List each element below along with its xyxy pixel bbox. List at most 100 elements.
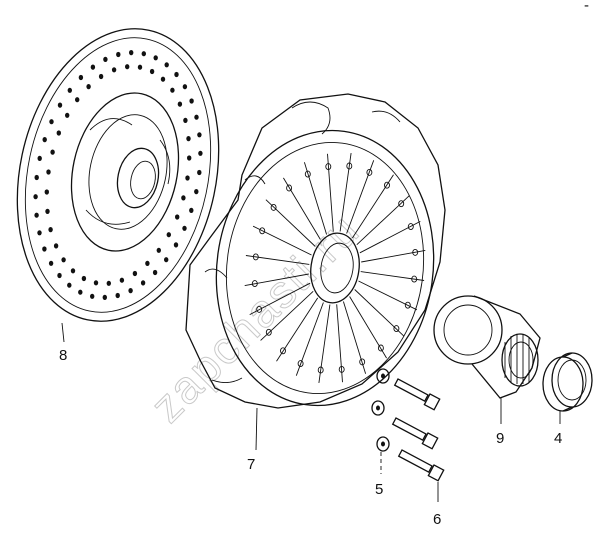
rivet-hole	[160, 76, 166, 82]
finger-slot	[280, 347, 286, 355]
finger-slot	[366, 168, 373, 176]
finger-slot	[304, 170, 311, 178]
finger-slot	[270, 203, 277, 211]
rivet-hole	[129, 50, 134, 56]
rivet-hole	[78, 74, 84, 81]
rivet-hole	[185, 175, 190, 181]
spring-finger	[252, 225, 312, 256]
spring-finger	[358, 280, 418, 311]
rivet-hole	[48, 260, 54, 266]
friction-rivet-holes	[33, 50, 203, 300]
spring-finger	[342, 301, 367, 374]
rivet-hole	[197, 169, 202, 176]
spring-finger	[361, 249, 426, 263]
rivet-hole	[156, 247, 161, 253]
rivet-hole	[67, 87, 73, 93]
spring-finger	[318, 304, 331, 383]
rivet-hole	[181, 195, 186, 201]
rivet-hole	[103, 56, 108, 63]
finger-slot	[411, 275, 418, 283]
rivet-hole	[140, 280, 146, 286]
finger-slot	[407, 223, 414, 231]
rivet-hole	[93, 280, 99, 286]
rivet-hole	[174, 71, 179, 78]
rivet-hole	[86, 84, 91, 90]
rivet-hole	[70, 268, 76, 274]
rivet-hole	[115, 292, 120, 299]
finger-slot	[338, 365, 345, 373]
spring-finger	[244, 273, 309, 287]
pressure-plate-part-7	[185, 93, 446, 409]
rivet-hole	[56, 130, 61, 136]
spring-finger	[260, 290, 314, 341]
rivet-hole	[102, 294, 108, 300]
rivet-hole	[42, 246, 47, 252]
nuts-part-5	[371, 368, 390, 452]
finger-slot	[393, 325, 400, 333]
rivet-hole	[34, 212, 39, 218]
spring-finger	[249, 282, 311, 315]
rivet-hole	[67, 282, 72, 288]
spring-finger	[295, 302, 324, 376]
callout-7: 7	[247, 456, 255, 473]
callout-9: 9	[496, 430, 504, 447]
rivet-hole	[141, 51, 146, 57]
spring-finger	[360, 271, 425, 281]
rivet-hole	[37, 155, 42, 161]
finger-slot	[398, 200, 405, 208]
release-bearing-part-9	[433, 295, 541, 399]
ring-part-4	[542, 352, 593, 412]
spring-finger	[359, 221, 421, 254]
rivet-hole	[153, 55, 158, 61]
spring-finger	[349, 296, 387, 359]
rivet-hole	[111, 67, 117, 73]
rivet-hole	[57, 102, 63, 108]
rivet-hole	[145, 260, 150, 266]
rivet-hole	[50, 149, 55, 155]
rivet-hole	[90, 293, 95, 299]
diaphragm-spring-fingers	[244, 153, 426, 383]
rivet-hole	[119, 277, 125, 283]
finger-slot	[384, 181, 390, 189]
callout-4: 4	[554, 430, 562, 447]
rivet-hole	[194, 189, 199, 195]
rivet-hole	[152, 269, 158, 276]
rivet-hole	[183, 117, 188, 123]
finger-slot	[265, 328, 272, 336]
finger-slot	[412, 248, 419, 256]
rivet-hole	[125, 64, 130, 70]
finger-slot	[317, 366, 324, 374]
watermark-text: zapchasti.ru	[140, 203, 369, 432]
finger-slot	[359, 358, 366, 366]
rivet-hole	[132, 270, 138, 277]
finger-slot	[325, 163, 332, 171]
spring-finger	[354, 289, 405, 337]
rivet-hole	[33, 194, 38, 200]
rivet-hole	[45, 208, 50, 214]
rivet-hole	[166, 232, 171, 238]
rivet-hole	[116, 51, 121, 58]
finger-slot	[404, 301, 411, 309]
rivet-hole	[48, 227, 53, 233]
spring-finger	[327, 153, 334, 232]
callout-5: 5	[375, 481, 383, 498]
clutch-disc-part-8	[16, 28, 220, 322]
finger-slot	[286, 184, 293, 192]
rivet-hole	[49, 119, 54, 125]
finger-slot	[252, 253, 259, 261]
rivet-hole	[149, 68, 155, 75]
rivet-hole	[44, 189, 49, 195]
rivet-hole	[90, 64, 96, 70]
rivet-hole	[177, 101, 183, 107]
leader-line-8	[61, 322, 65, 343]
rivet-hole	[78, 289, 83, 295]
rivet-hole	[194, 114, 199, 120]
rivet-hole	[189, 98, 194, 104]
rivet-hole	[182, 84, 188, 90]
rivet-hole	[53, 243, 59, 249]
rivet-hole	[128, 288, 133, 294]
spring-finger	[339, 153, 352, 232]
rivet-hole	[81, 275, 87, 282]
